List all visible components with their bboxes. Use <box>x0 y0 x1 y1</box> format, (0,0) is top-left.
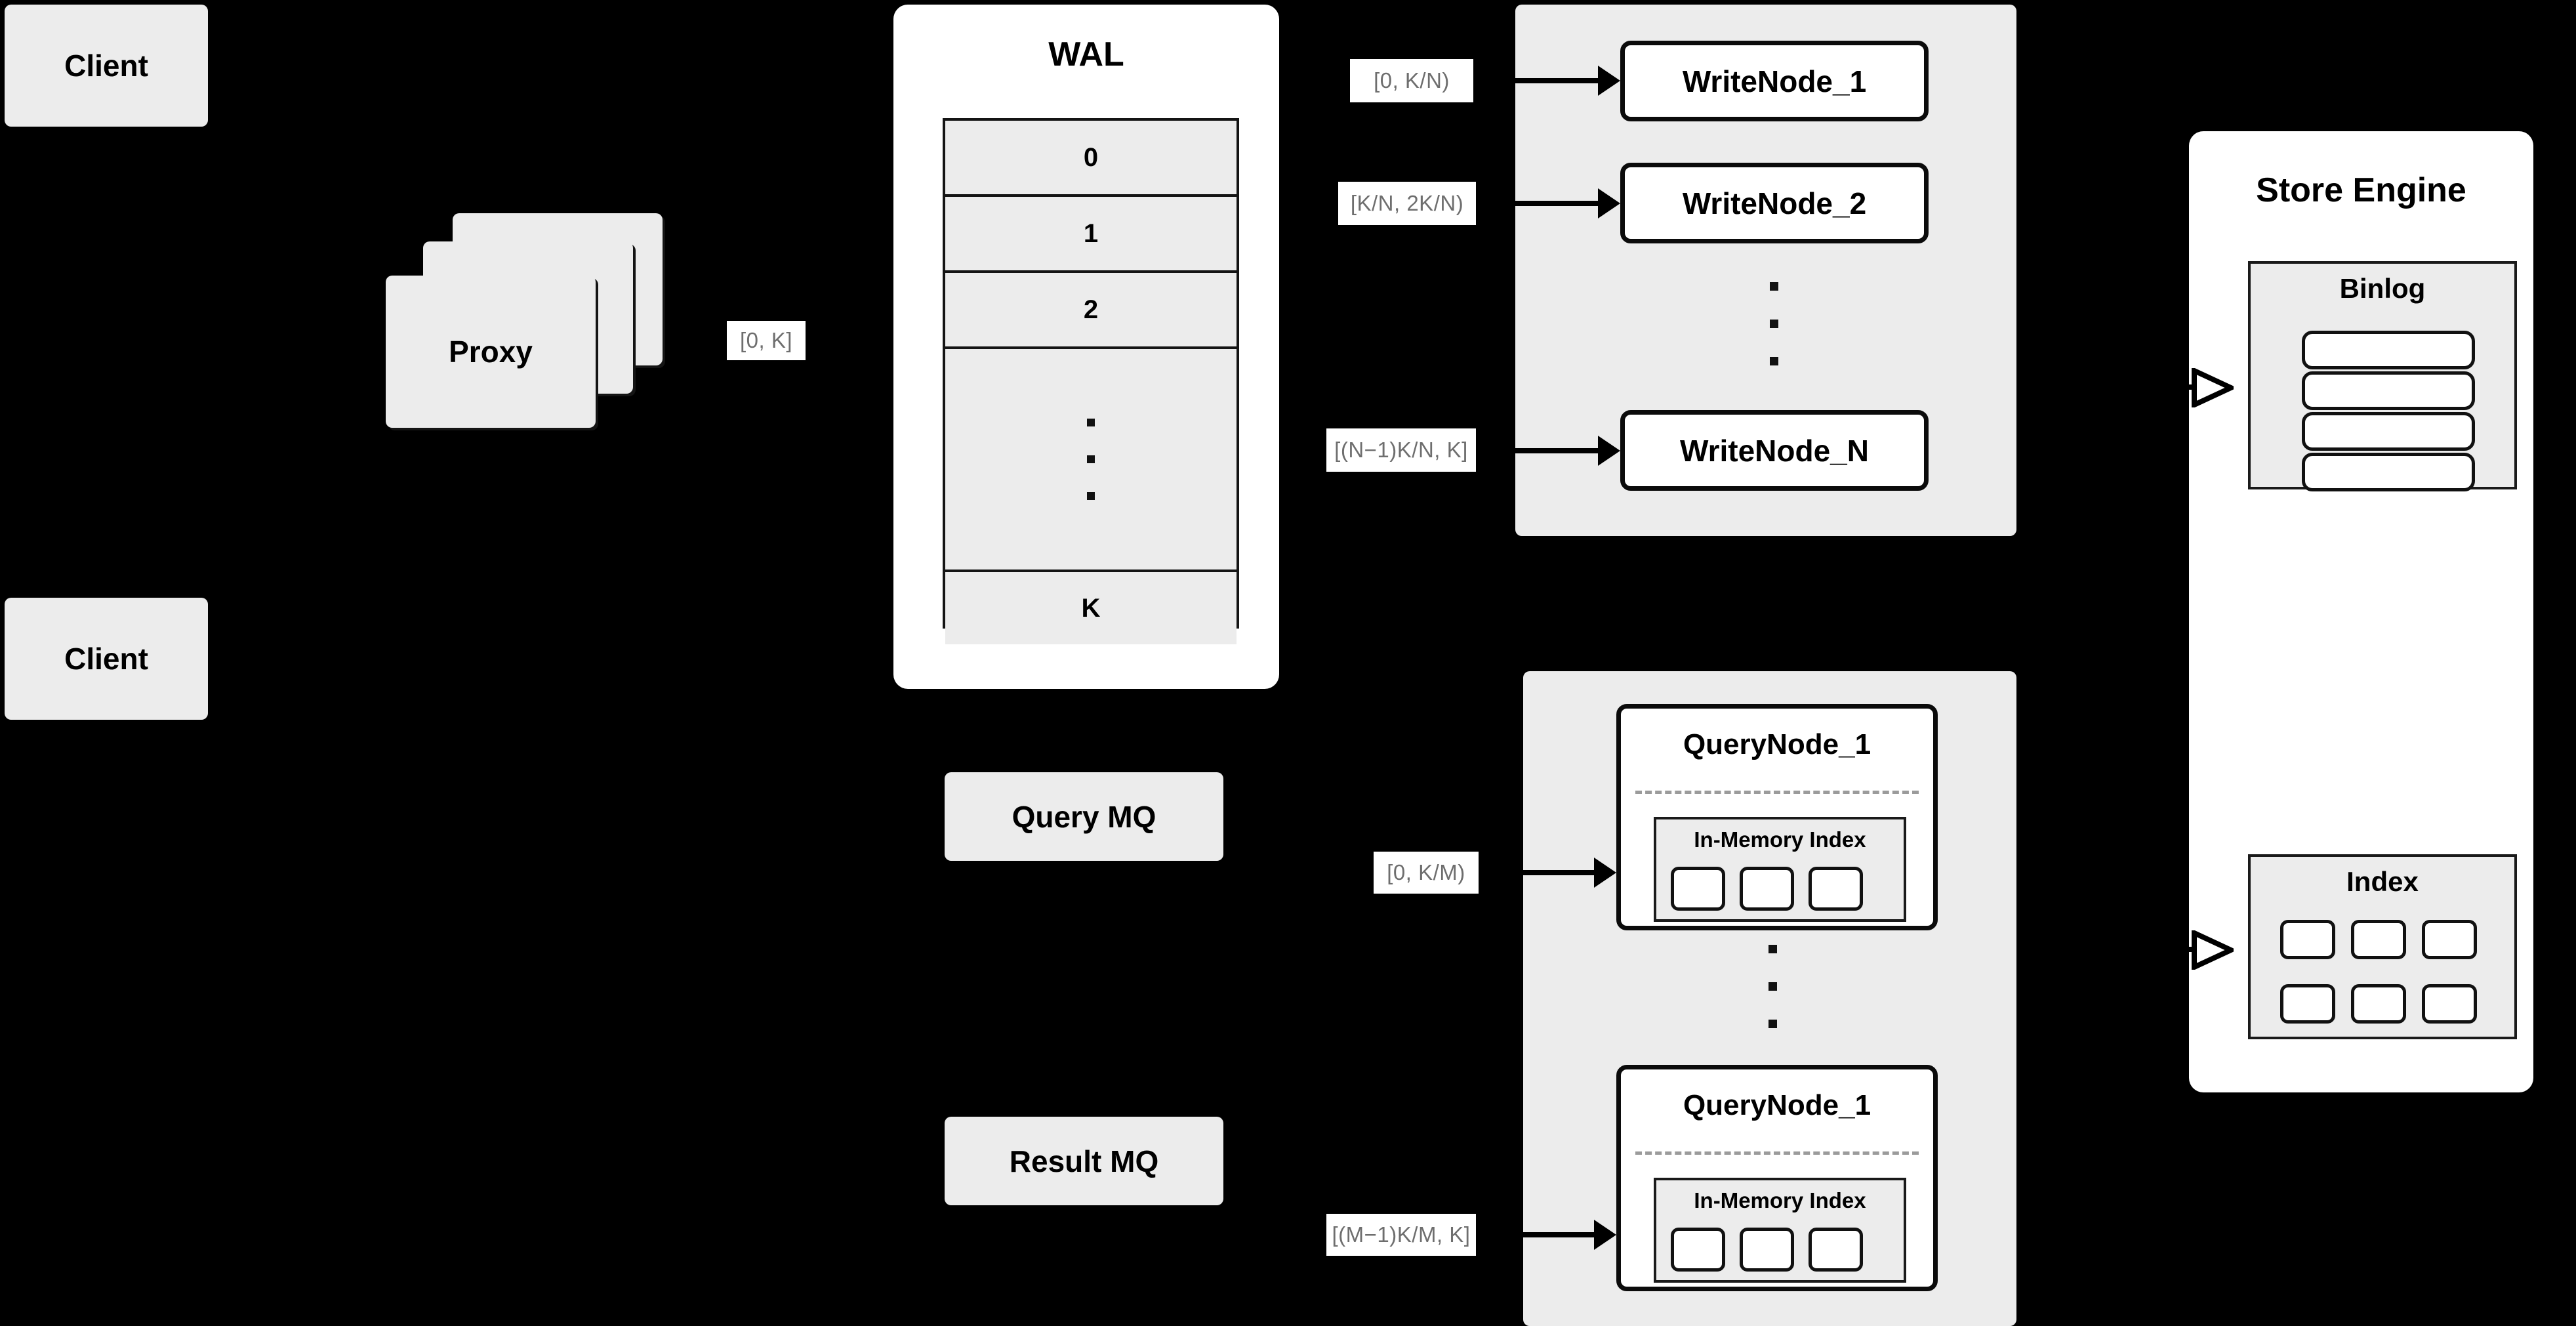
write-node-n[interactable]: WriteNode_N <box>1620 410 1929 491</box>
arrow-line-binlog <box>2146 384 2199 390</box>
binlog-row <box>2302 412 2475 451</box>
query-node-1-label: QueryNode_1 <box>1683 728 1871 760</box>
in-memory-index-2: In-Memory Index <box>1654 1178 1906 1283</box>
query-node-ellipsis <box>1768 945 1777 1028</box>
arrow-head-write-node-2 <box>1598 188 1620 218</box>
arrow-head-binlog-icon <box>2192 368 2234 407</box>
index-box: Index <box>2248 854 2517 1039</box>
arrow-line-index <box>2146 947 2199 952</box>
index-title: Index <box>2346 866 2419 897</box>
proxy-label: Proxy <box>449 335 533 369</box>
wal-row-ellipsis <box>945 349 1237 572</box>
in-memory-index-1-title: In-Memory Index <box>1694 827 1866 852</box>
write-node-2[interactable]: WriteNode_2 <box>1620 163 1929 243</box>
result-mq-label: Result MQ <box>1009 1144 1159 1178</box>
range-label-write-node-n: [(N−1)K/N, K] <box>1326 428 1476 472</box>
write-node-1[interactable]: WriteNode_1 <box>1620 41 1929 121</box>
wal-row: 2 <box>945 273 1237 349</box>
query-node-2-label: QueryNode_1 <box>1683 1089 1871 1121</box>
binlog-row <box>2302 331 2475 369</box>
query-node-1-separator <box>1635 791 1919 794</box>
index-chip <box>1671 867 1725 911</box>
arrow-line-query-node-1 <box>1486 870 1605 875</box>
arrow-line-write-node-2 <box>1484 201 1608 206</box>
client-box-1[interactable]: Client <box>5 5 208 127</box>
query-mq-label: Query MQ <box>1012 799 1156 834</box>
query-node-2[interactable]: QueryNode_1 In-Memory Index <box>1616 1065 1938 1291</box>
wal-title: WAL <box>1048 35 1124 73</box>
index-chip <box>1740 867 1794 911</box>
index-chip <box>2422 984 2477 1024</box>
range-label-write-node-1-text: [0, K/N) <box>1374 68 1450 93</box>
query-mq-box[interactable]: Query MQ <box>945 772 1223 861</box>
binlog-title: Binlog <box>2339 273 2426 304</box>
range-label-query-node-1-text: [0, K/M) <box>1387 860 1465 884</box>
wal-row: 1 <box>945 197 1237 273</box>
index-chip <box>1671 1228 1725 1272</box>
range-label-query-node-2-text: [(M−1)K/M, K] <box>1332 1222 1471 1247</box>
index-chip <box>1740 1228 1794 1272</box>
result-mq-box[interactable]: Result MQ <box>945 1117 1223 1205</box>
range-label-write-node-1: [0, K/N) <box>1350 59 1473 102</box>
index-chip <box>2351 984 2406 1024</box>
client-label-1: Client <box>64 49 148 83</box>
in-memory-index-2-title: In-Memory Index <box>1694 1188 1866 1212</box>
wal-row-value: 1 <box>1083 218 1099 248</box>
wal-table: 0 1 2 K <box>943 118 1239 644</box>
arrow-head-index-icon <box>2192 930 2234 970</box>
arrow-head-write-node-1 <box>1598 66 1620 96</box>
wal-row-value: K <box>1081 593 1101 623</box>
index-chip <box>2280 984 2335 1024</box>
wal-row: 0 <box>945 121 1237 197</box>
wal-row-value: 0 <box>1083 142 1099 172</box>
index-chip <box>2422 920 2477 959</box>
query-node-1[interactable]: QueryNode_1 In-Memory Index <box>1616 704 1938 930</box>
arrow-head-write-node-n <box>1598 436 1620 466</box>
binlog-box: Binlog <box>2248 261 2517 491</box>
in-memory-index-1: In-Memory Index <box>1654 817 1906 922</box>
write-node-ellipsis <box>1770 282 1778 365</box>
binlog-row <box>2302 371 2475 410</box>
arrow-line-query-node-2 <box>1486 1232 1605 1237</box>
client-label-2: Client <box>64 642 148 676</box>
index-chip <box>1809 1228 1863 1272</box>
index-chip <box>2351 920 2406 959</box>
client-box-2[interactable]: Client <box>5 598 208 720</box>
range-label-write-node-2-text: [K/N, 2K/N) <box>1350 191 1464 215</box>
range-label-write-node-n-text: [(N−1)K/N, K] <box>1334 438 1468 462</box>
wal-row-value: 2 <box>1083 295 1099 324</box>
write-node-1-label: WriteNode_1 <box>1682 64 1867 98</box>
arrow-head-query-node-1 <box>1594 858 1616 888</box>
store-engine-title: Store Engine <box>2256 171 2466 209</box>
proxy-box[interactable]: Proxy <box>386 276 596 428</box>
binlog-row <box>2302 453 2475 491</box>
write-node-n-label: WriteNode_N <box>1680 433 1869 468</box>
range-label-query-node-2: [(M−1)K/M, K] <box>1326 1214 1476 1256</box>
range-label-query-node-1: [0, K/M) <box>1374 852 1479 894</box>
wal-row: K <box>945 572 1237 644</box>
write-node-2-label: WriteNode_2 <box>1682 186 1867 220</box>
range-label-proxy: [0, K] <box>727 321 806 360</box>
index-chip <box>1809 867 1863 911</box>
arrow-head-query-node-2 <box>1594 1220 1616 1250</box>
range-label-proxy-text: [0, K] <box>739 328 793 352</box>
range-label-write-node-2: [K/N, 2K/N) <box>1338 182 1476 225</box>
arrow-line-write-node-n <box>1484 448 1608 453</box>
query-node-2-separator <box>1635 1151 1919 1155</box>
arrow-line-write-node-1 <box>1484 78 1608 83</box>
index-chip <box>2280 920 2335 959</box>
